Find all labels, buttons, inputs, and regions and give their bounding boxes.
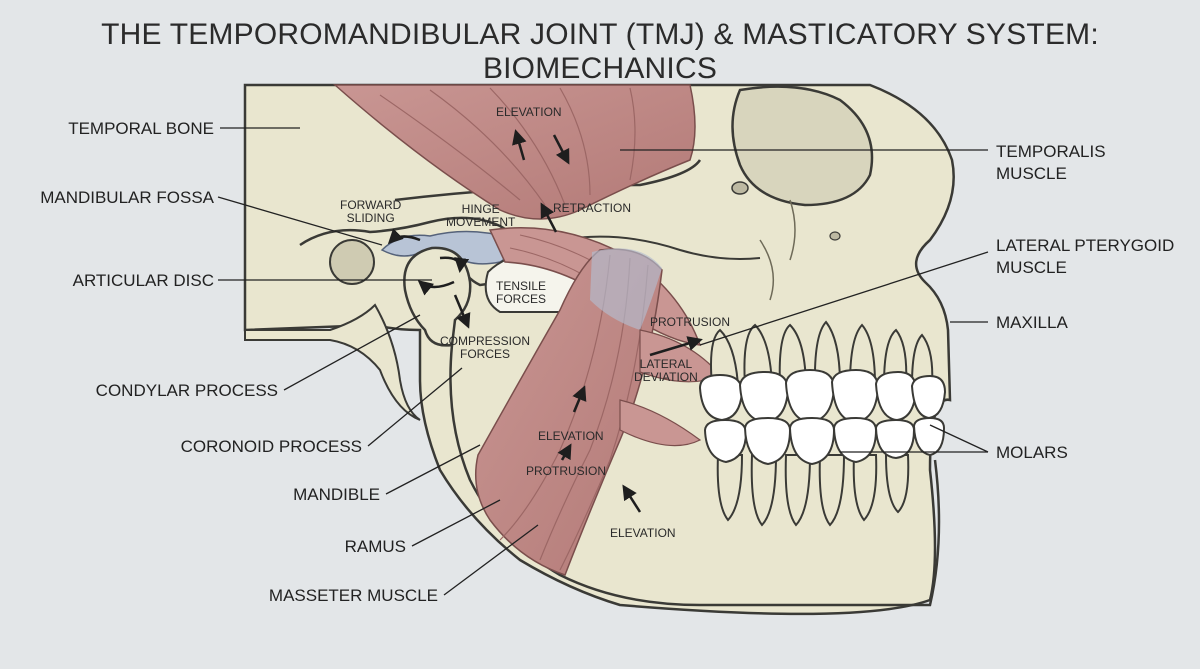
label-mandible: MANDIBLE [293, 485, 380, 504]
label-coronoid-process: CORONOID PROCESS [180, 437, 362, 456]
diagram-title: THE TEMPOROMANDIBULAR JOINT (TMJ) & MAST… [101, 18, 1099, 85]
annotation-forward-sliding: FORWARD SLIDING [340, 198, 402, 225]
styloid-process [244, 303, 421, 421]
lower-roots [716, 454, 910, 527]
label-masseter-muscle: MASSETER MUSCLE [268, 586, 438, 605]
label-molars: MOLARS [996, 443, 1068, 462]
annotation-elevation-bottom: ELEVATION [610, 526, 676, 540]
label-ramus: RAMUS [344, 537, 406, 556]
label-articular-disc: ARTICULAR DISC [72, 271, 214, 290]
annotation-lateral-deviation: LATERAL DEVIATION [634, 357, 698, 384]
masseter-muscle [475, 248, 663, 576]
annotation-elevation-top: ELEVATION [496, 105, 562, 119]
temporalis-muscle [333, 84, 696, 220]
label-temporal-bone: TEMPORAL BONE [68, 119, 214, 138]
annotation-compression-forces: COMPRESSION FORCES [440, 334, 531, 361]
eye-orbit [731, 85, 874, 207]
annotation-hinge-movement: HINGE MOVEMENT [446, 202, 516, 229]
label-mandibular-fossa: MANDIBULAR FOSSA [40, 188, 214, 207]
label-maxilla: MAXILLA [996, 313, 1068, 332]
label-temporalis-muscle: TEMPORALIS MUSCLE [996, 142, 1106, 183]
motion-arrows [387, 129, 703, 513]
mandible-ramus [449, 344, 941, 607]
condyle [403, 246, 472, 347]
label-lateral-pterygoid-muscle: LATERAL PTERYGOID MUSCLE [996, 236, 1175, 277]
lower-teeth [703, 416, 946, 466]
annotation-protrusion-lower: PROTRUSION [526, 464, 607, 478]
upper-teeth [698, 368, 947, 424]
leader-lines [217, 127, 989, 596]
annotation-retraction: RETRACTION [553, 201, 631, 215]
label-condylar-process: CONDYLAR PROCESS [95, 381, 278, 400]
annotation-tensile-forces: TENSILE FORCES [496, 279, 547, 306]
annotation-elevation-mid: ELEVATION [538, 429, 604, 443]
annotation-protrusion-upper: PROTRUSION [650, 315, 731, 329]
